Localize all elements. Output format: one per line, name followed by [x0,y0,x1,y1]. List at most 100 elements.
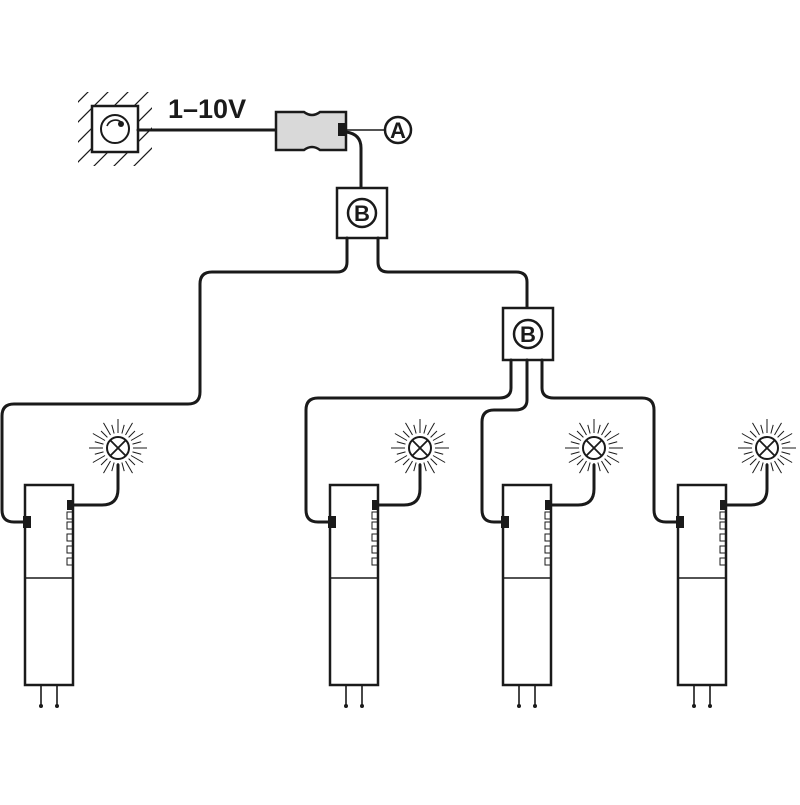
distributor-box-icon: B [501,306,555,362]
light-ray [413,462,417,472]
callout-b1-label: B [354,201,370,226]
light-ray [111,424,115,434]
light-ray [103,460,111,474]
light-ray [568,433,582,441]
lamp-cross [109,439,127,457]
callout-a-label: A [390,118,406,143]
light-ray [749,430,757,438]
light-ray [130,455,144,463]
light-ray [430,458,438,466]
light-ray [601,422,609,436]
light-ray [423,462,427,472]
light-ray [597,424,601,434]
light-ray [432,455,446,463]
light-ray [741,433,755,441]
light-ray [94,451,104,455]
light-ray [774,460,782,474]
light-ray [579,460,587,474]
lamp-wire-4 [725,463,769,507]
light-ray [94,441,104,445]
light-ray [121,462,125,472]
control-converter-icon [274,110,348,152]
light-ray [402,458,410,466]
lamp-cross [758,439,776,457]
light-ray [760,424,764,434]
light-ray [427,422,435,436]
led-driver-icon [676,483,728,708]
light-ray [576,430,584,438]
wall-dimmer-switch-icon [78,92,152,166]
light-ray [608,441,618,445]
light-ray [576,458,584,466]
light-ray [749,458,757,466]
light-ray [405,460,413,474]
light-ray [394,455,408,463]
light-ray [430,430,438,438]
light-ray [604,458,612,466]
light-ray [777,430,785,438]
branch-wire-2a [304,358,513,524]
light-ray [597,462,601,472]
light-ray [601,460,609,474]
light-ray [128,430,136,438]
light-ray [608,451,618,455]
callout-a: A [383,115,413,145]
light-ray [125,422,133,436]
lamp-wire-1 [72,463,120,507]
light-ray [130,433,144,441]
lamp-icon [89,419,147,477]
light-ray [752,422,760,436]
light-ray [774,422,782,436]
distributor-box-icon: B [335,186,389,240]
branch-wire-left [0,236,349,524]
light-ray [781,441,791,445]
light-ray [741,455,755,463]
light-ray [402,430,410,438]
led-driver-icon [328,483,380,708]
light-ray [423,424,427,434]
light-ray [128,458,136,466]
lamp-cross [585,439,603,457]
light-ray [587,424,591,434]
light-ray [92,455,106,463]
light-ray [405,422,413,436]
lamp-icon [565,419,623,477]
light-ray [103,422,111,436]
light-ray [743,441,753,445]
lamp-wire-2 [377,463,422,507]
light-ray [604,430,612,438]
light-ray [606,433,620,441]
light-ray [760,462,764,472]
light-ray [100,458,108,466]
lamp-wire-3 [550,463,596,507]
light-ray [111,462,115,472]
light-ray [125,460,133,474]
light-ray [121,424,125,434]
led-driver-icon [23,483,75,708]
light-ray [752,460,760,474]
light-ray [394,433,408,441]
branch-wire-2b [480,358,529,524]
light-ray [779,433,793,441]
callout-b2-label: B [520,322,536,347]
light-ray [100,430,108,438]
light-ray [770,424,774,434]
light-ray [777,458,785,466]
lamp-cross [411,439,429,457]
light-ray [587,462,591,472]
lamp-icon [738,419,796,477]
light-ray [396,451,406,455]
light-ray [770,462,774,472]
light-ray [743,451,753,455]
lamp-icon [391,419,449,477]
light-ray [432,433,446,441]
light-ray [413,424,417,434]
light-ray [781,451,791,455]
light-ray [92,433,106,441]
light-ray [396,441,406,445]
light-ray [132,441,142,445]
light-ray [434,441,444,445]
branch-wire-right [376,236,529,310]
light-ray [570,451,580,455]
